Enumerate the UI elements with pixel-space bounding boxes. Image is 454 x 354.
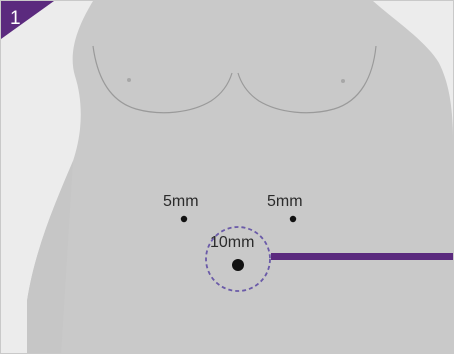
- port-right-dot: [290, 216, 296, 222]
- port-center-label: 10mm: [210, 234, 254, 251]
- callout-line: [271, 253, 454, 260]
- port-center-dot: [232, 259, 244, 271]
- left-nipple: [127, 78, 131, 82]
- step-badge: [1, 1, 54, 39]
- torso-silhouette: [27, 1, 453, 354]
- port-right-label: 5mm: [267, 193, 303, 210]
- right-nipple: [341, 79, 345, 83]
- port-left-dot: [181, 216, 187, 222]
- port-left-label: 5mm: [163, 193, 199, 210]
- step-number: 1: [10, 8, 21, 29]
